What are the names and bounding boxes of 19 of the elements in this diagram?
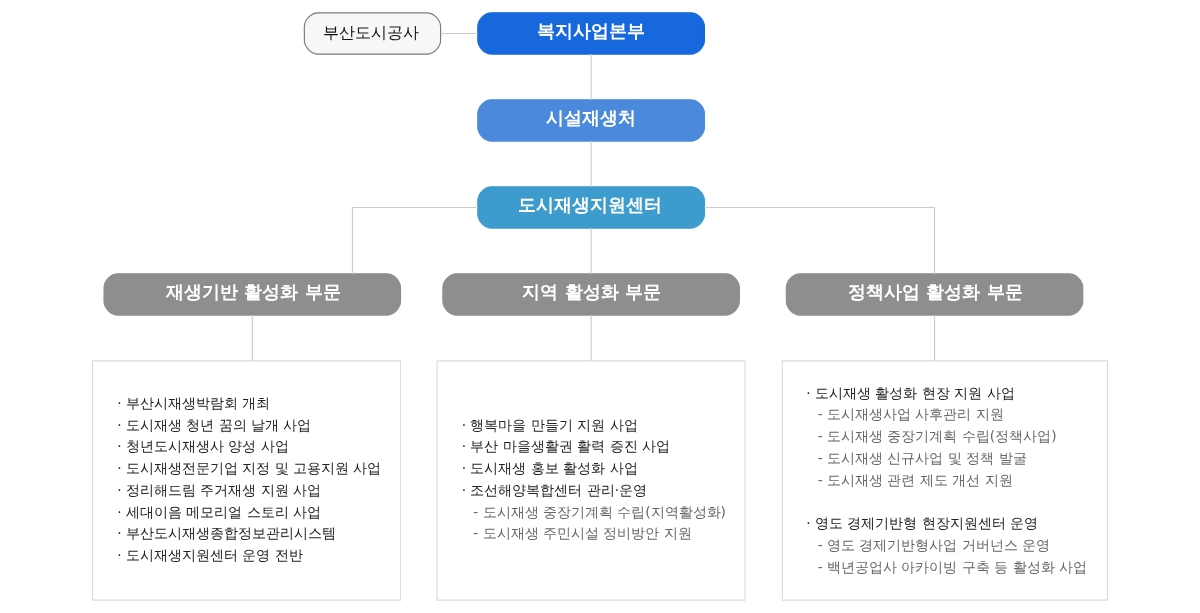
node-box: 시설재생처: [477, 99, 706, 142]
connector: [251, 314, 253, 362]
node-box: 지역 활성화 부문: [442, 273, 740, 316]
node-box: 복지사업본부: [477, 12, 706, 55]
connector: [351, 206, 479, 275]
node-box: 도시재생지원센터: [477, 186, 706, 229]
node-box: 정책사업 활성화 부문: [785, 273, 1084, 316]
connector: [590, 314, 592, 362]
node-box: 부산도시공사: [303, 12, 442, 55]
connector: [590, 140, 592, 188]
node-box: · 행복마을 만들기 지원 사업 · 부산 마을생활권 활력 증진 사업 · 도시재생 홍보 활성화 사업 · 조선해양복합센터 관리·운영 - 도시재생 중장기계획 수립(지역활성화) - 도시재생 주민시설 정비방안 지원: [436, 360, 746, 601]
connector: [590, 53, 592, 101]
connector: [590, 227, 592, 275]
node-box: · 부산시재생박람회 개최 · 도시재생 청년 꿈의 날개 사업 · 청년도시재생사 양성 사업 · 도시재생전문기업 지정 및 고용지원 사업 · 정리해드림 주거재생 지원 사업 · 세대이음 메모리얼 스토리 사업 · 부산도시재생종합정보관리시스템 · 도시재생지원센터 운영 전반: [92, 360, 402, 601]
node-box: 재생기반 활성화 부문: [103, 273, 402, 316]
node-box: · 도시재생 활성화 현장 지원 사업 - 도시재생사업 사후관리 지원 - 도시재생 중장기계획 수립(정책사업) - 도시재생 신규사업 및 정책 발굴 - 도시재생 관련 제도 개선 지원 · 영도 경제기반형 현장지원센터 운영 - 영도 경제기반형사업 거버넌스 운영 - 백년공업사 아카이빙 구축 등 활성화 사업: [781, 360, 1108, 601]
connector: [703, 206, 936, 275]
connector: [440, 32, 479, 35]
connector: [934, 314, 936, 362]
